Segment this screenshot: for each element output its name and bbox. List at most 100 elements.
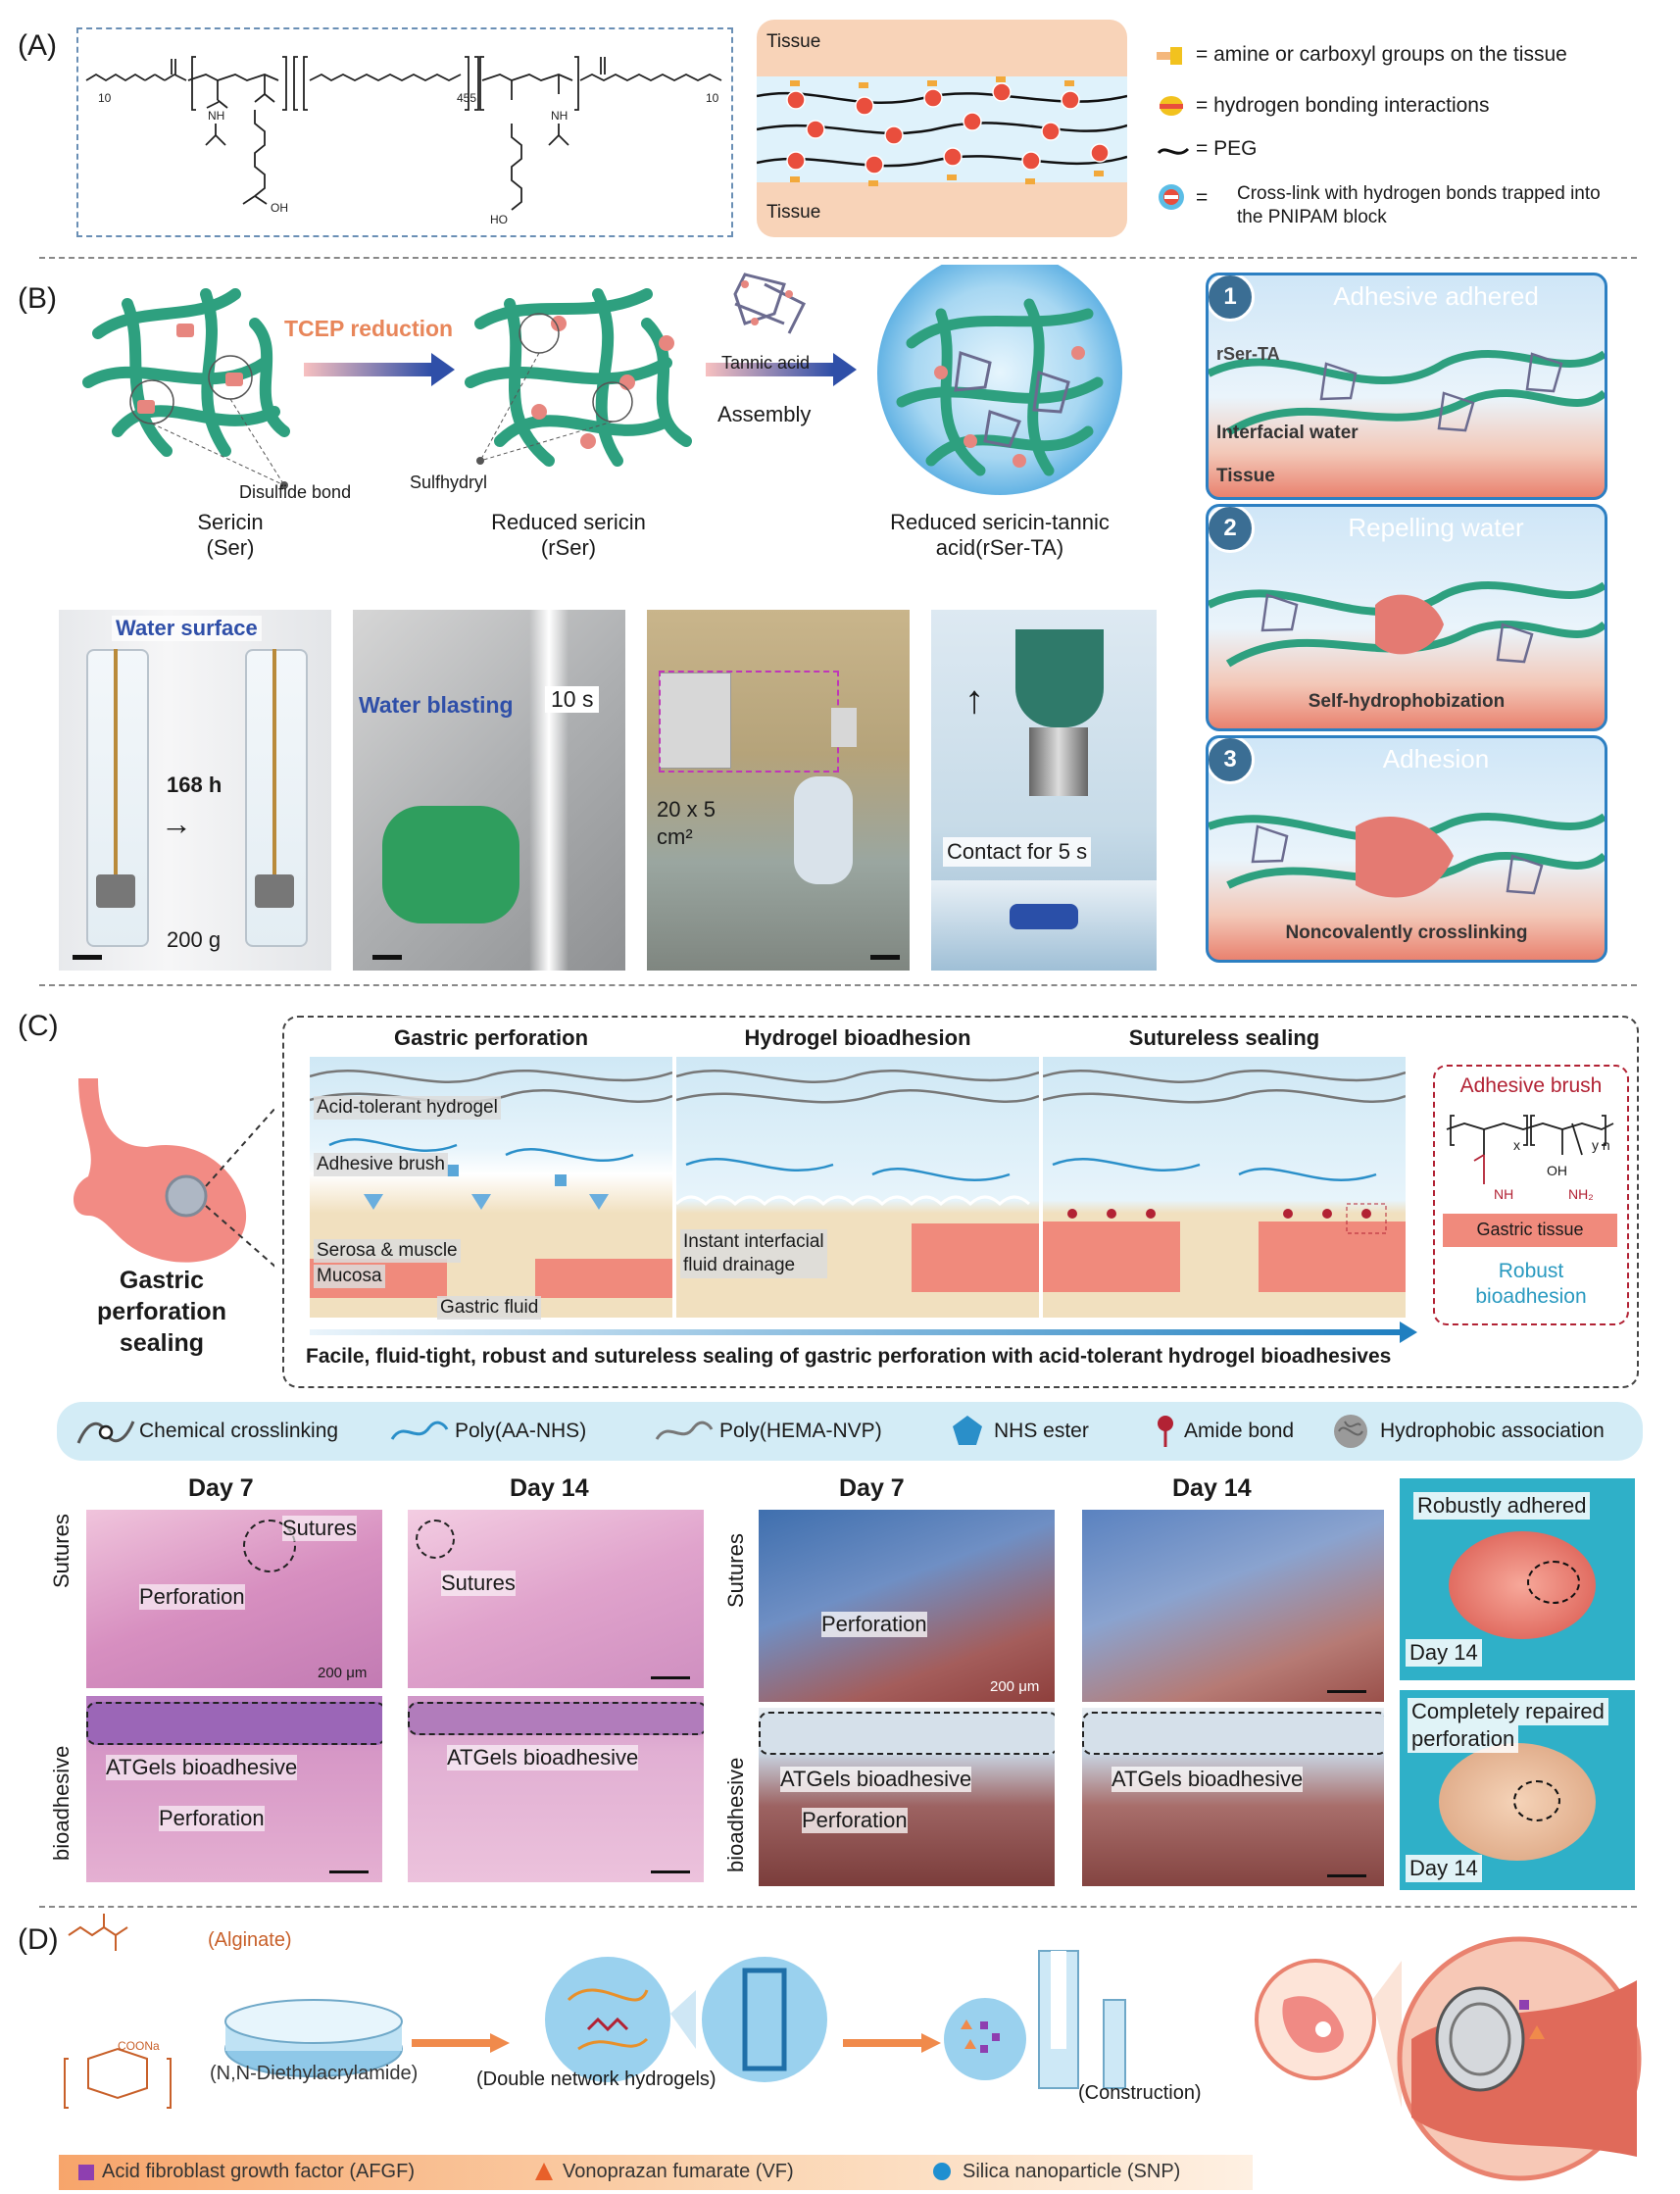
dn-label: (Double network hydrogels) — [476, 2069, 716, 2090]
legend-a-2: = hydrogen bonding interactions — [1196, 94, 1490, 117]
he-atgels-label-14: ATGels bioadhesive — [447, 1745, 639, 1770]
panel-a-label: (A) — [18, 29, 57, 62]
scale-bar-mt-bio-14 — [1327, 1874, 1366, 1877]
mt-day14: Day 14 — [1172, 1474, 1252, 1502]
stage-2-title: Hydrogel bioadhesion — [744, 1025, 971, 1050]
legend-d-3: Silica nanoparticle (SNP) — [963, 2161, 1181, 2182]
sulfhydryl-label: Sulfhydryl — [410, 473, 488, 492]
crosslink-chain-icon — [76, 1421, 135, 1444]
label-gastric-fluid: Gastric fluid — [437, 1296, 542, 1320]
panel-d-label: (D) — [18, 1923, 59, 1956]
label-mucosa: Mucosa — [314, 1265, 385, 1288]
tissue-bottom-label: Tissue — [766, 202, 821, 223]
brush-tissue-bar — [1443, 1214, 1617, 1247]
mt-scale-label: 200 μm — [990, 1678, 1040, 1695]
mt-sutures-day14 — [1082, 1510, 1384, 1702]
disulfide-label: Disulfide bond — [239, 482, 352, 502]
row-bio-mt: bioadhesive — [723, 1757, 748, 1872]
panel-d-scheme — [64, 1914, 1126, 2109]
scale-bar — [73, 955, 102, 960]
he-sutures-day7: Sutures Perforation 200 μm — [86, 1510, 382, 1688]
assembly-label: Assembly — [717, 402, 812, 426]
chem-nh-right: NH — [551, 109, 568, 123]
chem-n10-left: 10 — [98, 91, 112, 105]
separator-a-b — [39, 257, 1637, 259]
progress-arrow — [310, 1329, 1402, 1335]
chem-n455: 455 — [457, 91, 476, 105]
legend-a-4-symbol: = — [1196, 186, 1209, 209]
chem-n10-right: 10 — [706, 91, 719, 105]
step-3-label: Noncovalently crosslinking — [1285, 922, 1528, 943]
label-adhesive-brush: Adhesive brush — [314, 1153, 448, 1176]
contact-label: Contact for 5 s — [943, 837, 1092, 867]
mt-atgels-label: ATGels bioadhesive — [780, 1767, 972, 1792]
stage-3-title: Sutureless sealing — [1128, 1025, 1320, 1050]
brush-tissue: Gastric tissue — [1476, 1220, 1584, 1239]
alginate-label: (Alginate) — [208, 1929, 292, 1951]
legend-c-3: Poly(HEMA-NVP) — [719, 1420, 882, 1442]
arrowhead-icon — [1400, 1321, 1417, 1343]
brush-inset: Adhesive brush x y n NH OH NH₂ Gastric t… — [1433, 1065, 1629, 1325]
he-sutures-label-14: Sutures — [441, 1571, 516, 1596]
photo-repaired: Completely repaired perforation Day 14 — [1400, 1690, 1635, 1890]
brush-nh2: NH₂ — [1568, 1186, 1594, 1202]
legend-c-6: Hydrophobic association — [1380, 1420, 1605, 1442]
mt-bio-day7: ATGels bioadhesive Perforation — [759, 1708, 1055, 1886]
step-1-water: Interfacial water — [1216, 423, 1359, 443]
separator-b-c — [39, 984, 1637, 986]
peg-line-icon — [1157, 147, 1190, 155]
snp-circle-icon — [933, 2163, 951, 2180]
panel-a-chem-box: 10 455 10 NH NH OH HO — [76, 27, 733, 237]
brush-yn: y n — [1592, 1137, 1610, 1153]
legend-c-5: Amide bond — [1184, 1420, 1295, 1442]
copolymer-structure: 10 455 10 NH NH OH HO — [85, 56, 722, 226]
brush-title: Adhesive brush — [1459, 1074, 1603, 1097]
step-1-number: 1 — [1209, 275, 1255, 322]
he-bio-day14: ATGels bioadhesive — [408, 1696, 704, 1882]
scale-bar-3 — [870, 955, 900, 960]
panel-c-label: (C) — [18, 1010, 59, 1042]
label-acid-tolerant: Acid-tolerant hydrogel — [314, 1096, 501, 1120]
mt-day7: Day 7 — [839, 1474, 905, 1502]
legend-c-4: NHS ester — [994, 1420, 1089, 1442]
hydrophobic-icon — [1334, 1415, 1367, 1448]
weight-label: 200 g — [167, 927, 222, 952]
hours-label: 168 h — [167, 773, 222, 797]
legend-a-1: = amine or carboxyl groups on the tissue — [1196, 43, 1567, 66]
mt-bio-day14: ATGels bioadhesive — [1082, 1708, 1384, 1886]
seconds-label: 10 s — [545, 686, 600, 713]
step-3-number: 3 — [1209, 738, 1255, 784]
stomach-icon — [74, 1078, 274, 1268]
row-sutures-mt: Sutures — [723, 1533, 748, 1608]
brush-nh: NH — [1494, 1186, 1514, 1202]
photo-water-blasting: Water blasting 10 s — [353, 610, 625, 971]
photo-contact: ↑ Contact for 5 s — [931, 610, 1157, 971]
step-2-label: Self-hydrophobization — [1308, 691, 1506, 712]
panel-c-dashed-box — [282, 1016, 1639, 1388]
chem-ho-right: HO — [490, 213, 508, 226]
scale-bar-mt-14 — [1327, 1690, 1366, 1693]
step-1-title: Adhesive adhered — [1333, 281, 1539, 311]
vf-triangle-icon — [535, 2163, 553, 2180]
legend-a-4-text: Cross-link with hydrogen bonds trapped i… — [1237, 183, 1601, 227]
step-2-title: Repelling water — [1348, 513, 1524, 542]
robust-day14: Day 14 — [1406, 1639, 1482, 1667]
he-perforation-label: Perforation — [139, 1584, 245, 1610]
afgf-square-icon — [78, 2165, 94, 2180]
repaired-day14: Day 14 — [1406, 1855, 1482, 1882]
panel-d-legend: Acid fibroblast growth factor (AFGF) Von… — [59, 2155, 1253, 2190]
scale-bar-he-bio-14 — [651, 1870, 690, 1873]
legend-d-2: Vonoprazan fumarate (VF) — [563, 2161, 794, 2182]
mt-sutures-day7: Perforation 200 μm — [759, 1510, 1055, 1702]
mt-perforation-label-bio: Perforation — [802, 1808, 908, 1833]
crosslink-icon — [1159, 184, 1184, 210]
legend-a-3: = PEG — [1196, 137, 1258, 160]
he-sutures-label: Sutures — [282, 1516, 357, 1541]
mt-atgels-label-14: ATGels bioadhesive — [1112, 1767, 1304, 1792]
step-3-adhesion: 3 Adhesion Noncovalently crosslinking — [1206, 735, 1607, 963]
hydrogen-bond-icon — [1160, 96, 1183, 116]
panel-c-legend: Chemical crosslinking Poly(AA-NHS) Poly(… — [57, 1402, 1643, 1461]
